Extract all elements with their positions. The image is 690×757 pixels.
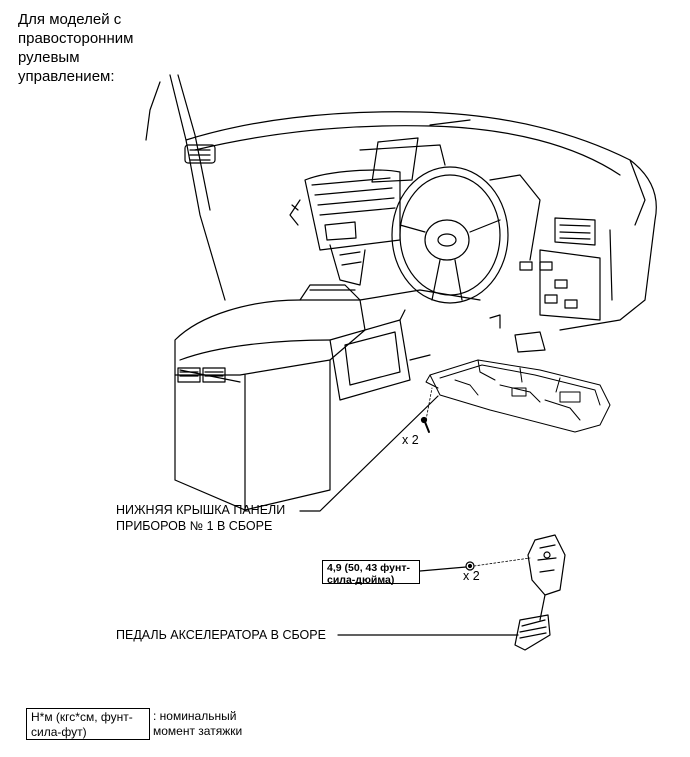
- lower-cover-part: [425, 359, 611, 433]
- model-heading: Для моделей с правосторонним рулевым упр…: [18, 10, 168, 86]
- legend-desc-line: : номинальный: [153, 709, 237, 723]
- legend-description: : номинальный момент затяжки: [153, 709, 242, 739]
- heading-line: рулевым: [18, 49, 80, 66]
- torque-leader: [419, 566, 467, 572]
- lower-dash-panel: [329, 289, 481, 401]
- switch-panel: [519, 249, 601, 321]
- steering-wheel: [391, 166, 541, 304]
- nut-quantity: x 2: [463, 569, 480, 583]
- center-console: [174, 284, 366, 511]
- legend-desc-line: момент затяжки: [153, 724, 243, 738]
- torque-line: сила-дюйма): [327, 573, 395, 586]
- nut-leader: [473, 557, 531, 567]
- pedal-callout: ПЕДАЛЬ АКСЕЛЕРАТОРА В СБОРЕ: [116, 628, 326, 642]
- dashboard-outline: [185, 111, 657, 331]
- cover-leader: [299, 395, 439, 512]
- heading-line: правосторонним: [18, 30, 134, 47]
- legend-line: сила-фут): [31, 725, 87, 739]
- cover-callout: НИЖНЯЯ КРЫШКА ПАНЕЛИ ПРИБОРОВ № 1 В СБОР…: [116, 502, 285, 534]
- center-display: [359, 137, 446, 183]
- accelerator-pedal: [514, 534, 566, 651]
- left-air-vent: [184, 144, 216, 164]
- callout-line: НИЖНЯЯ КРЫШКА ПАНЕЛИ: [116, 503, 286, 517]
- right-air-vent: [554, 217, 596, 246]
- screw: [420, 416, 430, 433]
- floor-pedal: [489, 314, 546, 353]
- torque-spec-box: 4,9 (50, 43 фунт- сила-дюйма): [322, 560, 420, 586]
- screw-quantity: x 2: [402, 433, 419, 447]
- heading-line: управлением:: [18, 68, 115, 85]
- legend-line: Н*м (кгс*см, фунт-: [31, 710, 133, 724]
- center-stack: [289, 169, 401, 286]
- a-pillar: [145, 74, 226, 301]
- legend-torque-box: Н*м (кгс*см, фунт- сила-фут): [26, 708, 150, 740]
- heading-line: Для моделей с: [18, 11, 122, 28]
- torque-line: 4,9 (50, 43 фунт-: [327, 562, 410, 574]
- callout-line: ПРИБОРОВ № 1 В СБОРЕ: [116, 519, 273, 533]
